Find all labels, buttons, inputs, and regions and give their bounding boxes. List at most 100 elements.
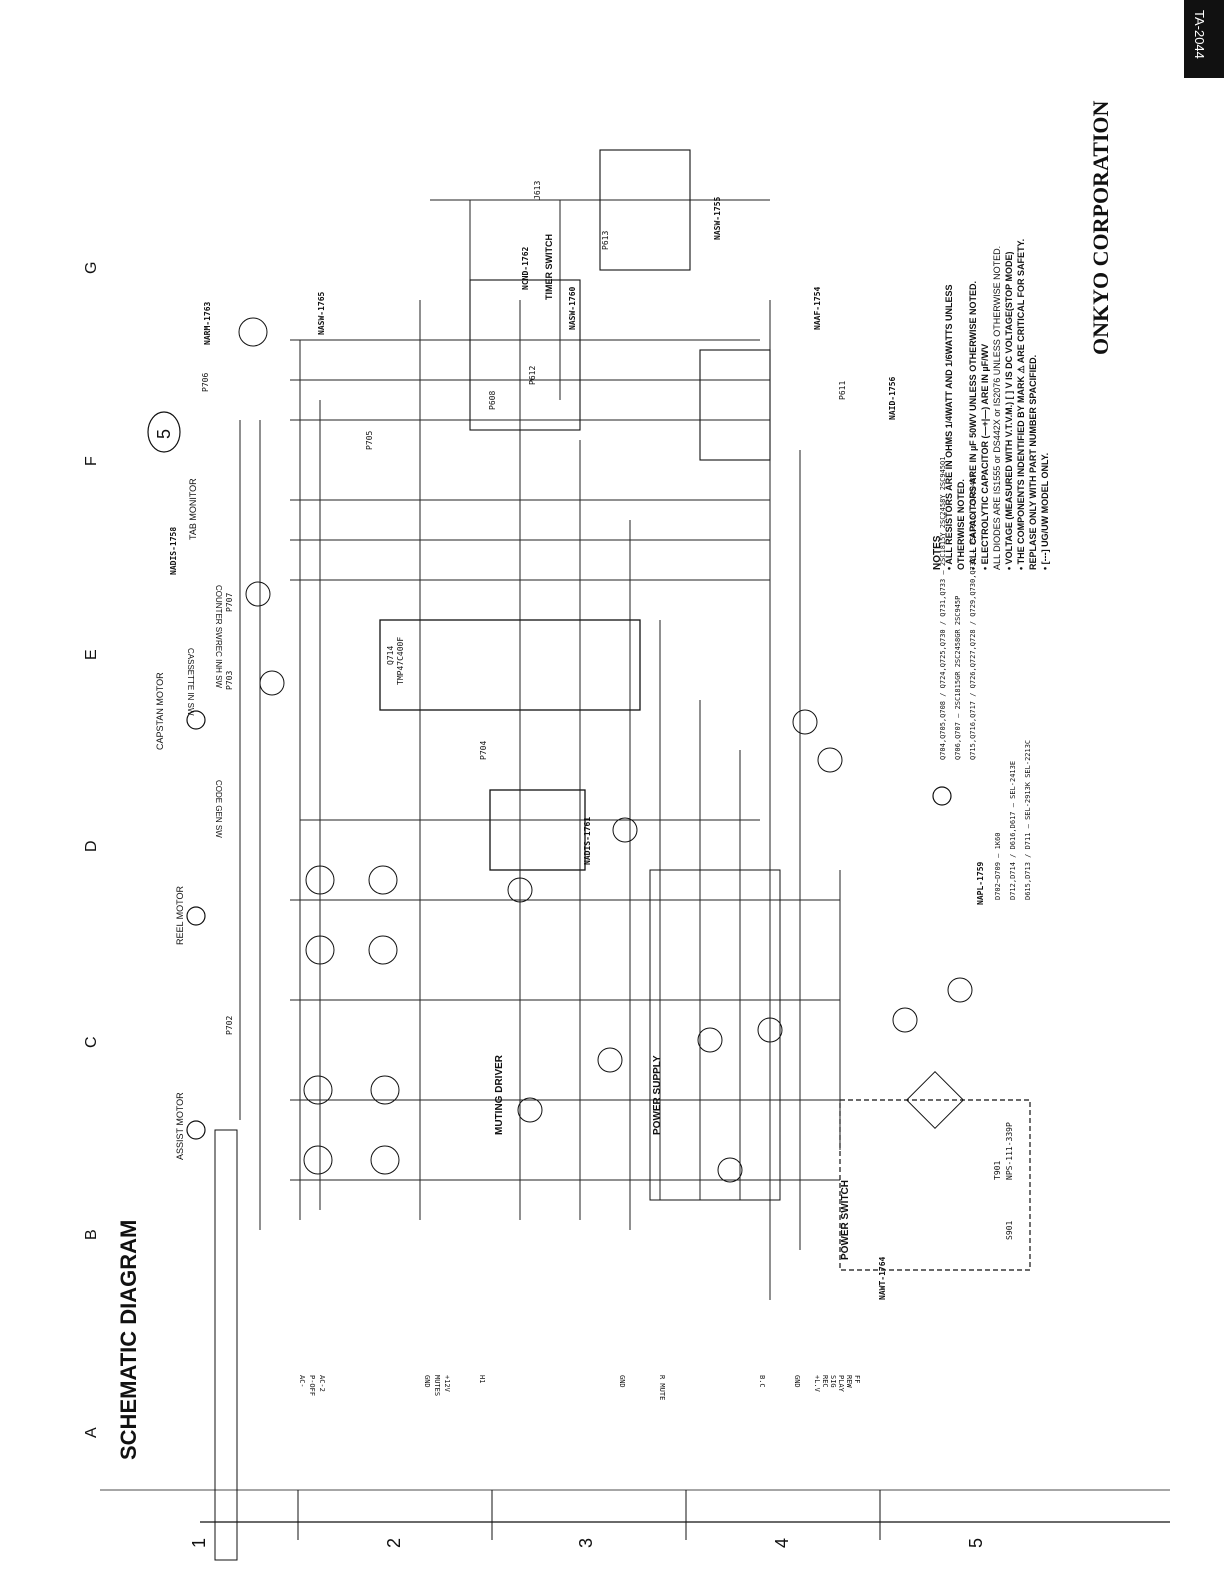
page-title: SCHEMATIC DIAGRAM (116, 1220, 141, 1460)
transistor-group: D615,D713 / D711 — SEL-2913K SEL-2213C (1024, 740, 1032, 900)
transistor-group: D702~D709 — 1K60 (994, 833, 1002, 900)
connector-labels: P702 P703 P704 P705 P706 P707 P608 P611 … (201, 181, 847, 1035)
ic-part: TMP47C400F (396, 637, 405, 685)
bus-label: H1 (478, 1375, 486, 1383)
frame (100, 1489, 1170, 1540)
transformer-part: NPS-111-339P (1005, 1122, 1014, 1180)
fuse-ref: S901 (1005, 1221, 1014, 1240)
label-rec-inh-sw: REC INH SW (214, 640, 223, 688)
transistor-group: D712,D714 / D616,D617 — SEL-2413E (1009, 761, 1017, 900)
power-supply-block (649, 869, 781, 1201)
label-timer-switch: TIMER SWITCH (544, 234, 554, 300)
row-5: 5 (966, 1538, 986, 1548)
power-switch-block (839, 1099, 1031, 1271)
label-power-supply: POWER SUPPLY (652, 1055, 663, 1135)
notes-line: • THE COMPONENTS INDENTIFIED BY MARK ⚠ A… (1016, 239, 1026, 570)
connector-label: J613 (533, 181, 542, 200)
col-f: F (83, 456, 100, 466)
label-muting-driver: MUTING DRIVER (494, 1054, 505, 1135)
connector-label: P702 (225, 1016, 234, 1035)
brand-name: ONKYO CORPORATION (1088, 100, 1113, 355)
label-assist-motor: ASSIST MOTOR (175, 1092, 185, 1160)
label-tab-monitor: TAB MONITOR (188, 478, 198, 540)
bus-label: B.C (758, 1375, 766, 1388)
switch-labels: CODE GEN SW CASSETTE IN SW REC INH SW CO… (186, 585, 223, 838)
connector-label: P608 (488, 391, 497, 410)
nasw-1765-block (469, 279, 581, 431)
label-counter-sw: COUNTER SW (214, 585, 223, 640)
notes-heading: NOTES (932, 535, 943, 570)
component-blocks (186, 149, 1031, 1561)
connector-label: P613 (601, 231, 610, 250)
board-label: NAID-1756 (888, 376, 897, 420)
model-tag: TA-2044 (1184, 0, 1224, 78)
label-reel-motor: REEL MOTOR (175, 885, 185, 945)
board-label: NASW-1765 (317, 291, 326, 335)
ic-ref: Q714 (386, 646, 395, 665)
notes-line: OTHERWISE NOTED. (956, 479, 966, 570)
notes-line: • ALL CAPACITORS ARE IN µF 50WV UNLESS O… (968, 281, 978, 570)
transistor-group: Q715,Q716,Q717 / Q726,Q727,Q728 / Q729,Q… (969, 473, 977, 760)
notes-line: • VOLTAGE (MEASURED WITH V.T.V.M.) [ ] V… (1004, 251, 1014, 570)
col-g: G (83, 262, 100, 274)
board-label: NADIS-1758 (169, 527, 178, 575)
label-code-gen-sw: CODE GEN SW (214, 780, 223, 838)
notes: NOTES • ALL RESISTORS ARE IN OHMS 1/4WAT… (932, 239, 1050, 570)
bus-label: AC-2 (318, 1375, 326, 1392)
bus-label: PLAY (837, 1375, 845, 1393)
bus-label: R MUTE (658, 1375, 666, 1400)
page-mark: 5 (147, 411, 181, 453)
board-label: NAWT-1764 (878, 1256, 887, 1300)
bus-label: AC- (298, 1375, 306, 1388)
section-labels: MUTING DRIVER POWER SUPPLY POWER SWITCH … (188, 234, 851, 1260)
bus-label: FF (853, 1375, 861, 1383)
ic-q714 (379, 619, 641, 711)
left-bus-labels: AC- P-OFF AC-2 GND MUTES +12V H1 GND R M… (298, 1375, 861, 1400)
bus-label: REC (821, 1375, 829, 1388)
timer-block (699, 349, 771, 461)
connector-label: P703 (225, 671, 234, 690)
bus-label: SIG (829, 1375, 837, 1388)
bus-label: GND (793, 1375, 801, 1388)
bus-label: GND (423, 1375, 431, 1388)
bus-label: +L.V (813, 1375, 821, 1393)
board-label: NAAF-1754 (813, 286, 822, 330)
connector-p702 (214, 1129, 238, 1561)
board-label: NASW-1760 (568, 286, 577, 330)
col-c: C (83, 1036, 100, 1048)
notes-line: • ALL RESISTORS ARE IN OHMS 1/4WATT AND … (944, 284, 954, 570)
connector-label: P611 (838, 381, 847, 400)
power-lamp-symbol (932, 786, 952, 806)
assist-motor-symbol (186, 1120, 206, 1140)
bus-label: REW (845, 1375, 853, 1388)
transistor-groups: Q704,Q705,Q708 / Q724,Q725,Q730 / Q731,Q… (939, 457, 1032, 900)
connector-label: P612 (528, 366, 537, 385)
row-1: 1 (189, 1538, 209, 1548)
label-power-switch: POWER SWITCH (840, 1180, 851, 1260)
ic-q710 (489, 789, 586, 871)
notes-line: • [---] UG/UW MODEL ONLY. (1040, 453, 1050, 570)
notes-line: ALL DIODES ARE IS1555 or DS442X or IS207… (992, 246, 1002, 570)
board-label: NADIS-1761 (583, 817, 592, 865)
row-2: 2 (384, 1538, 404, 1548)
notes-line: REPLASE ONLY WITH PART NUMBER SPACIFIED. (1028, 355, 1038, 570)
grid-rows: 1 2 3 4 5 (189, 1538, 986, 1548)
nasw-1755-block (599, 149, 691, 271)
label-capstan-motor: CAPSTAN MOTOR (155, 672, 165, 750)
connector-label: P704 (479, 741, 488, 760)
col-b: B (83, 1229, 100, 1240)
reel-motor-symbol (186, 906, 206, 926)
board-labels: NAWT-1764 NADIS-1758 NASW-1765 NARM-1763… (169, 196, 985, 1300)
row-4: 4 (772, 1538, 792, 1548)
row-3: 3 (576, 1538, 596, 1548)
board-label: NASW-1755 (713, 196, 722, 240)
notes-line: • ELECTROLYTIC CAPACITOR (—+|—) ARE IN µ… (980, 344, 990, 570)
label-cassette-in-sw: CASSETTE IN SW (186, 648, 195, 716)
board-label: NARM-1763 (203, 301, 212, 345)
board-label: NAPL-1759 (976, 861, 985, 905)
connector-label: P706 (201, 373, 210, 392)
transformer-ref: T901 (993, 1161, 1002, 1180)
bus-label: MUTES (433, 1375, 441, 1396)
col-e: E (83, 649, 100, 660)
